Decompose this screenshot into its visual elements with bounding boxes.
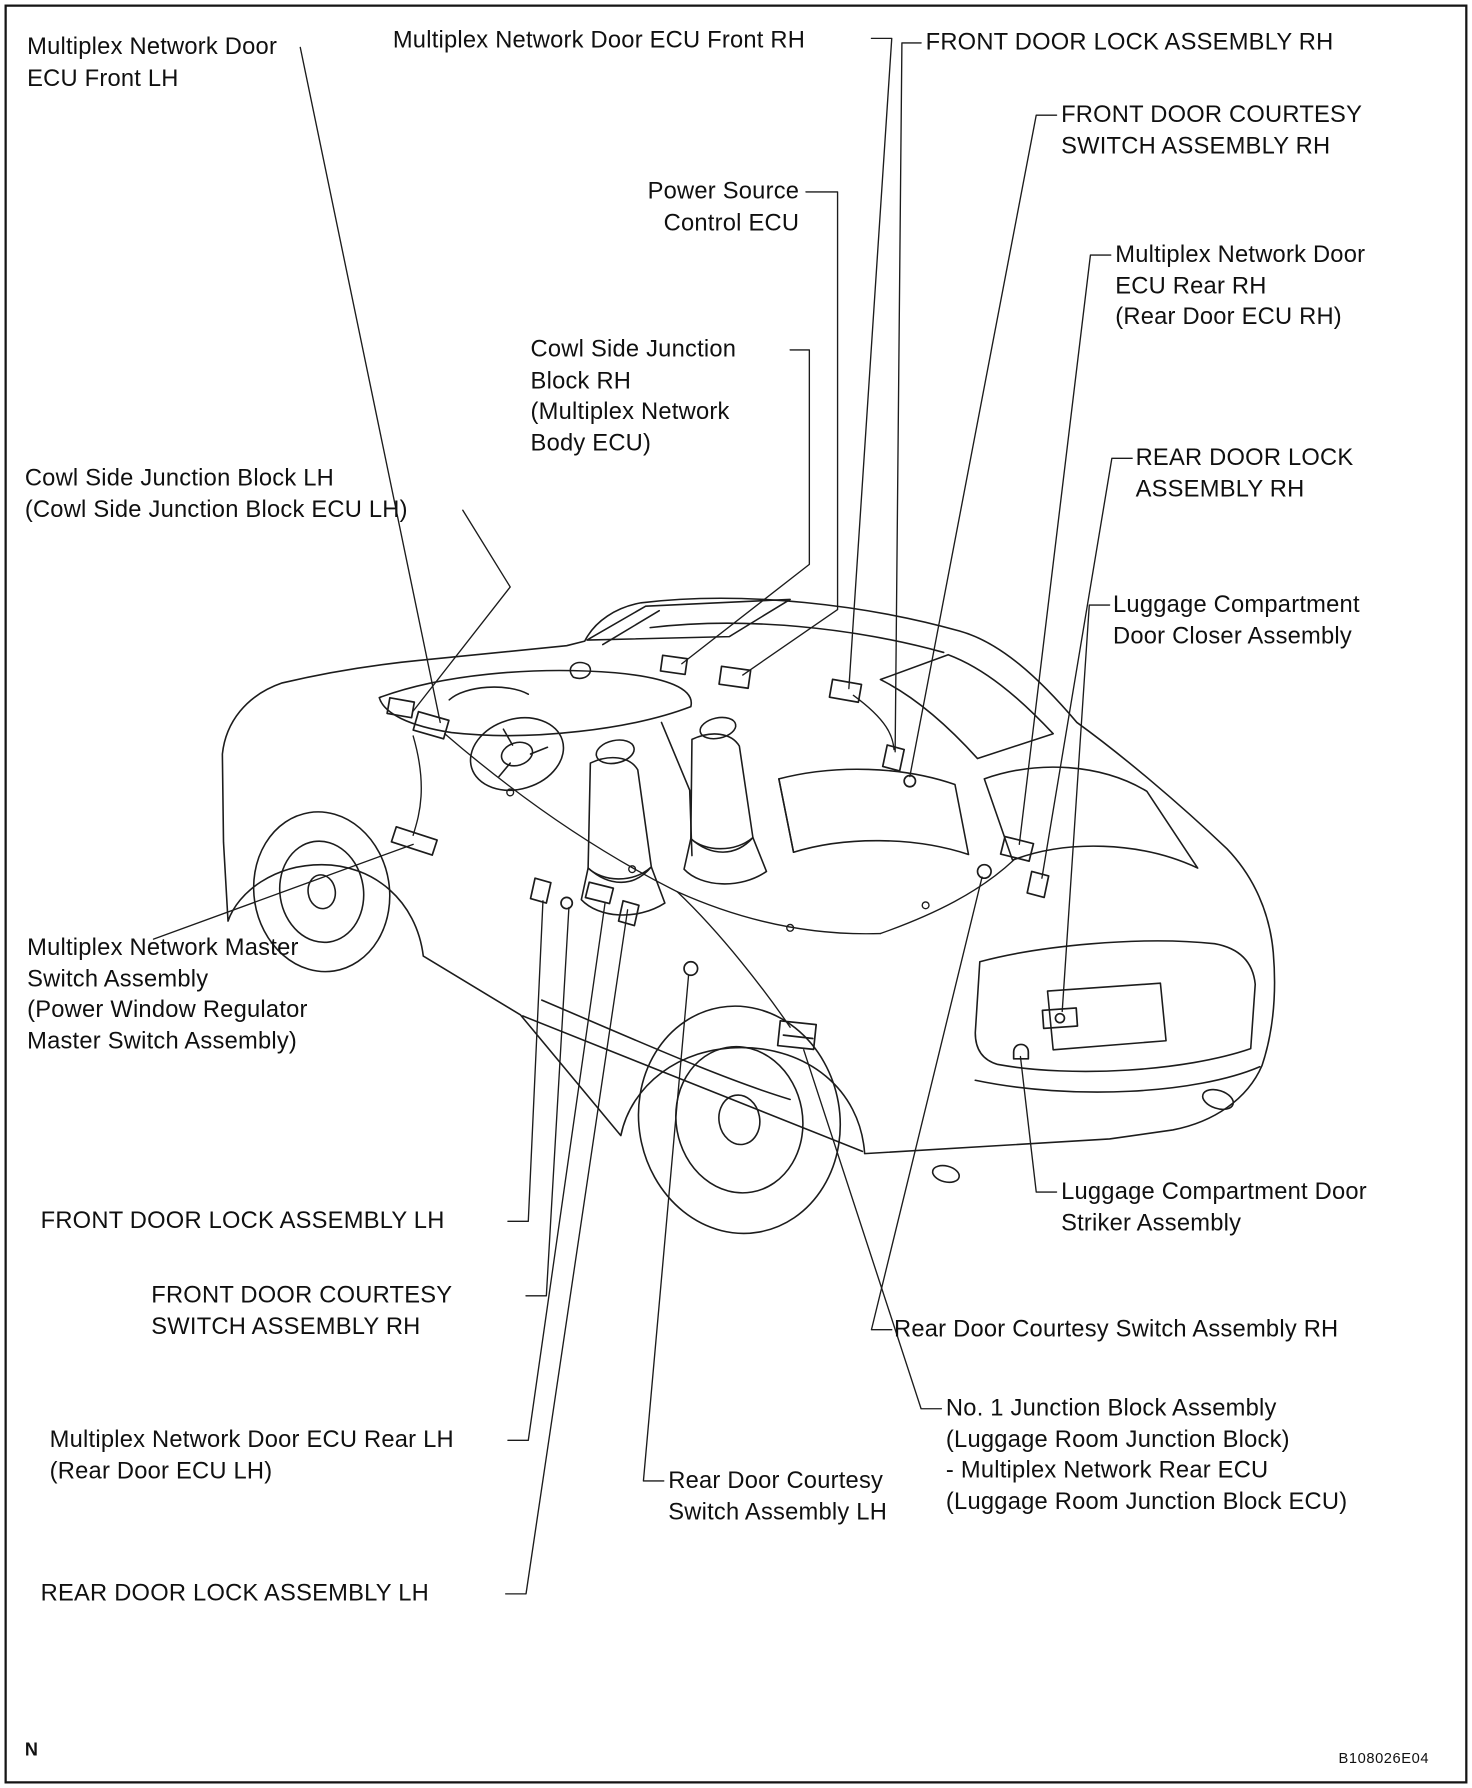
component-multiplex-door-ecu-rear-lh	[584, 881, 615, 905]
car-line-art	[221, 597, 1276, 1235]
component-cowl-side-junction-block-rh	[659, 654, 689, 676]
component-luggage-door-closer	[1041, 1007, 1079, 1030]
rear-wheel	[637, 1005, 842, 1235]
leader-rear-door-lock-lh	[505, 909, 629, 1595]
wiring-harness	[412, 694, 1015, 1028]
leader-cowl-junction-rh	[681, 349, 811, 665]
figure-code: B108026E04	[1338, 1749, 1430, 1767]
steering-wheel	[469, 717, 565, 792]
component-master-switch	[390, 825, 438, 856]
leader-power-source-ecu	[742, 191, 839, 676]
label-power-source-control-ecu: Power Source Control ECU	[647, 178, 800, 236]
label-multiplex-network-door-ecu-front-lh: Multiplex Network Door ECU Front LH	[27, 33, 278, 92]
component-rear-door-courtesy-switch-lh	[683, 960, 699, 977]
leader-cowl-junction-lh	[412, 509, 511, 712]
label-no1-junction-block-assembly: No. 1 Junction Block Assembly (Luggage R…	[945, 1395, 1348, 1516]
side-mirror	[569, 661, 592, 680]
label-luggage-compartment-door-striker-assembly: Luggage Compartment Door Striker Assembl…	[1061, 1178, 1367, 1236]
leader-front-door-courtesy-lh	[525, 906, 570, 1297]
label-rear-door-courtesy-switch-assembly-rh: Rear Door Courtesy Switch Assembly RH	[894, 1316, 1339, 1343]
label-cowl-side-junction-block-rh: Cowl Side Junction Block RH (Multiplex N…	[530, 336, 737, 457]
leader-multiplex-door-ecu-front-rh	[848, 37, 893, 690]
component-multiplex-door-ecu-front-lh	[412, 710, 450, 740]
components	[386, 654, 1079, 1060]
dashboard	[378, 669, 693, 737]
leader-lines	[152, 37, 1133, 1595]
label-multiplex-network-door-ecu-front-rh: Multiplex Network Door ECU Front RH	[392, 27, 806, 54]
component-front-door-lock-rh	[881, 744, 906, 772]
component-luggage-door-striker	[1012, 1043, 1030, 1060]
leader-no1-junction	[803, 1049, 943, 1410]
label-rear-door-lock-assembly-rh: REAR DOOR LOCK ASSEMBLY RH	[1135, 444, 1354, 502]
leader-rear-door-courtesy-lh	[642, 974, 690, 1482]
label-front-door-lock-assembly-lh: FRONT DOOR LOCK ASSEMBLY LH	[40, 1207, 445, 1234]
leader-front-door-courtesy-rh	[909, 114, 1058, 778]
rear-fascia	[931, 940, 1261, 1184]
component-rear-door-courtesy-switch-rh	[976, 863, 992, 880]
label-multiplex-network-master-switch-assembly: Multiplex Network Master Switch Assembly…	[27, 934, 308, 1055]
orientation-mark: N	[24, 1740, 38, 1760]
component-front-door-lock-lh	[529, 877, 552, 904]
center-console	[660, 721, 693, 857]
car-body-outline	[221, 597, 1276, 1155]
leader-rear-door-lock-rh	[1041, 457, 1133, 879]
leader-front-door-lock-lh	[507, 900, 544, 1223]
label-front-door-courtesy-switch-assembly-lh-area: FRONT DOOR COURTESY SWITCH ASSEMBLY RH	[151, 1282, 453, 1340]
leader-multiplex-door-ecu-rear-rh	[1018, 254, 1112, 846]
component-rear-door-lock-lh	[617, 899, 640, 927]
label-luggage-compartment-door-closer-assembly: Luggage Compartment Door Closer Assembly	[1112, 591, 1360, 649]
label-front-door-lock-assembly-rh: FRONT DOOR LOCK ASSEMBLY RH	[925, 29, 1334, 56]
label-multiplex-network-door-ecu-rear-rh: Multiplex Network Door ECU Rear RH (Rear…	[1115, 241, 1366, 331]
component-no1-junction-block	[776, 1020, 818, 1051]
rear-seat	[778, 768, 970, 856]
label-cowl-side-junction-block-lh: Cowl Side Junction Block LH (Cowl Side J…	[24, 465, 408, 523]
component-power-source-control-ecu	[718, 665, 752, 690]
front-seats	[580, 716, 768, 916]
leader-multiplex-door-ecu-front-lh	[299, 46, 441, 724]
component-multiplex-door-ecu-front-rh	[828, 678, 863, 704]
leader-master-switch	[152, 843, 414, 940]
rear-window	[879, 653, 1054, 760]
leader-luggage-closer	[1061, 604, 1111, 1013]
label-rear-door-courtesy-switch-assembly-lh: Rear Door Courtesy Switch Assembly LH	[668, 1467, 888, 1525]
label-front-door-courtesy-switch-assembly-rh: FRONT DOOR COURTESY SWITCH ASSEMBLY RH	[1061, 101, 1363, 159]
component-front-door-courtesy-switch-lh	[560, 896, 574, 910]
label-multiplex-network-door-ecu-rear-lh: Multiplex Network Door ECU Rear LH (Rear…	[49, 1426, 454, 1485]
leader-luggage-striker	[1019, 1055, 1058, 1193]
leader-multiplex-door-ecu-rear-lh	[507, 902, 606, 1442]
component-cowl-side-junction-block-lh	[386, 696, 416, 719]
component-rear-door-lock-rh	[1026, 870, 1050, 899]
trunk-opening	[983, 766, 1199, 869]
leader-front-door-lock-rh	[894, 42, 922, 753]
leader-rear-door-courtesy-rh	[870, 876, 983, 1331]
label-rear-door-lock-assembly-lh: REAR DOOR LOCK ASSEMBLY LH	[40, 1580, 429, 1607]
windshield	[586, 598, 791, 641]
